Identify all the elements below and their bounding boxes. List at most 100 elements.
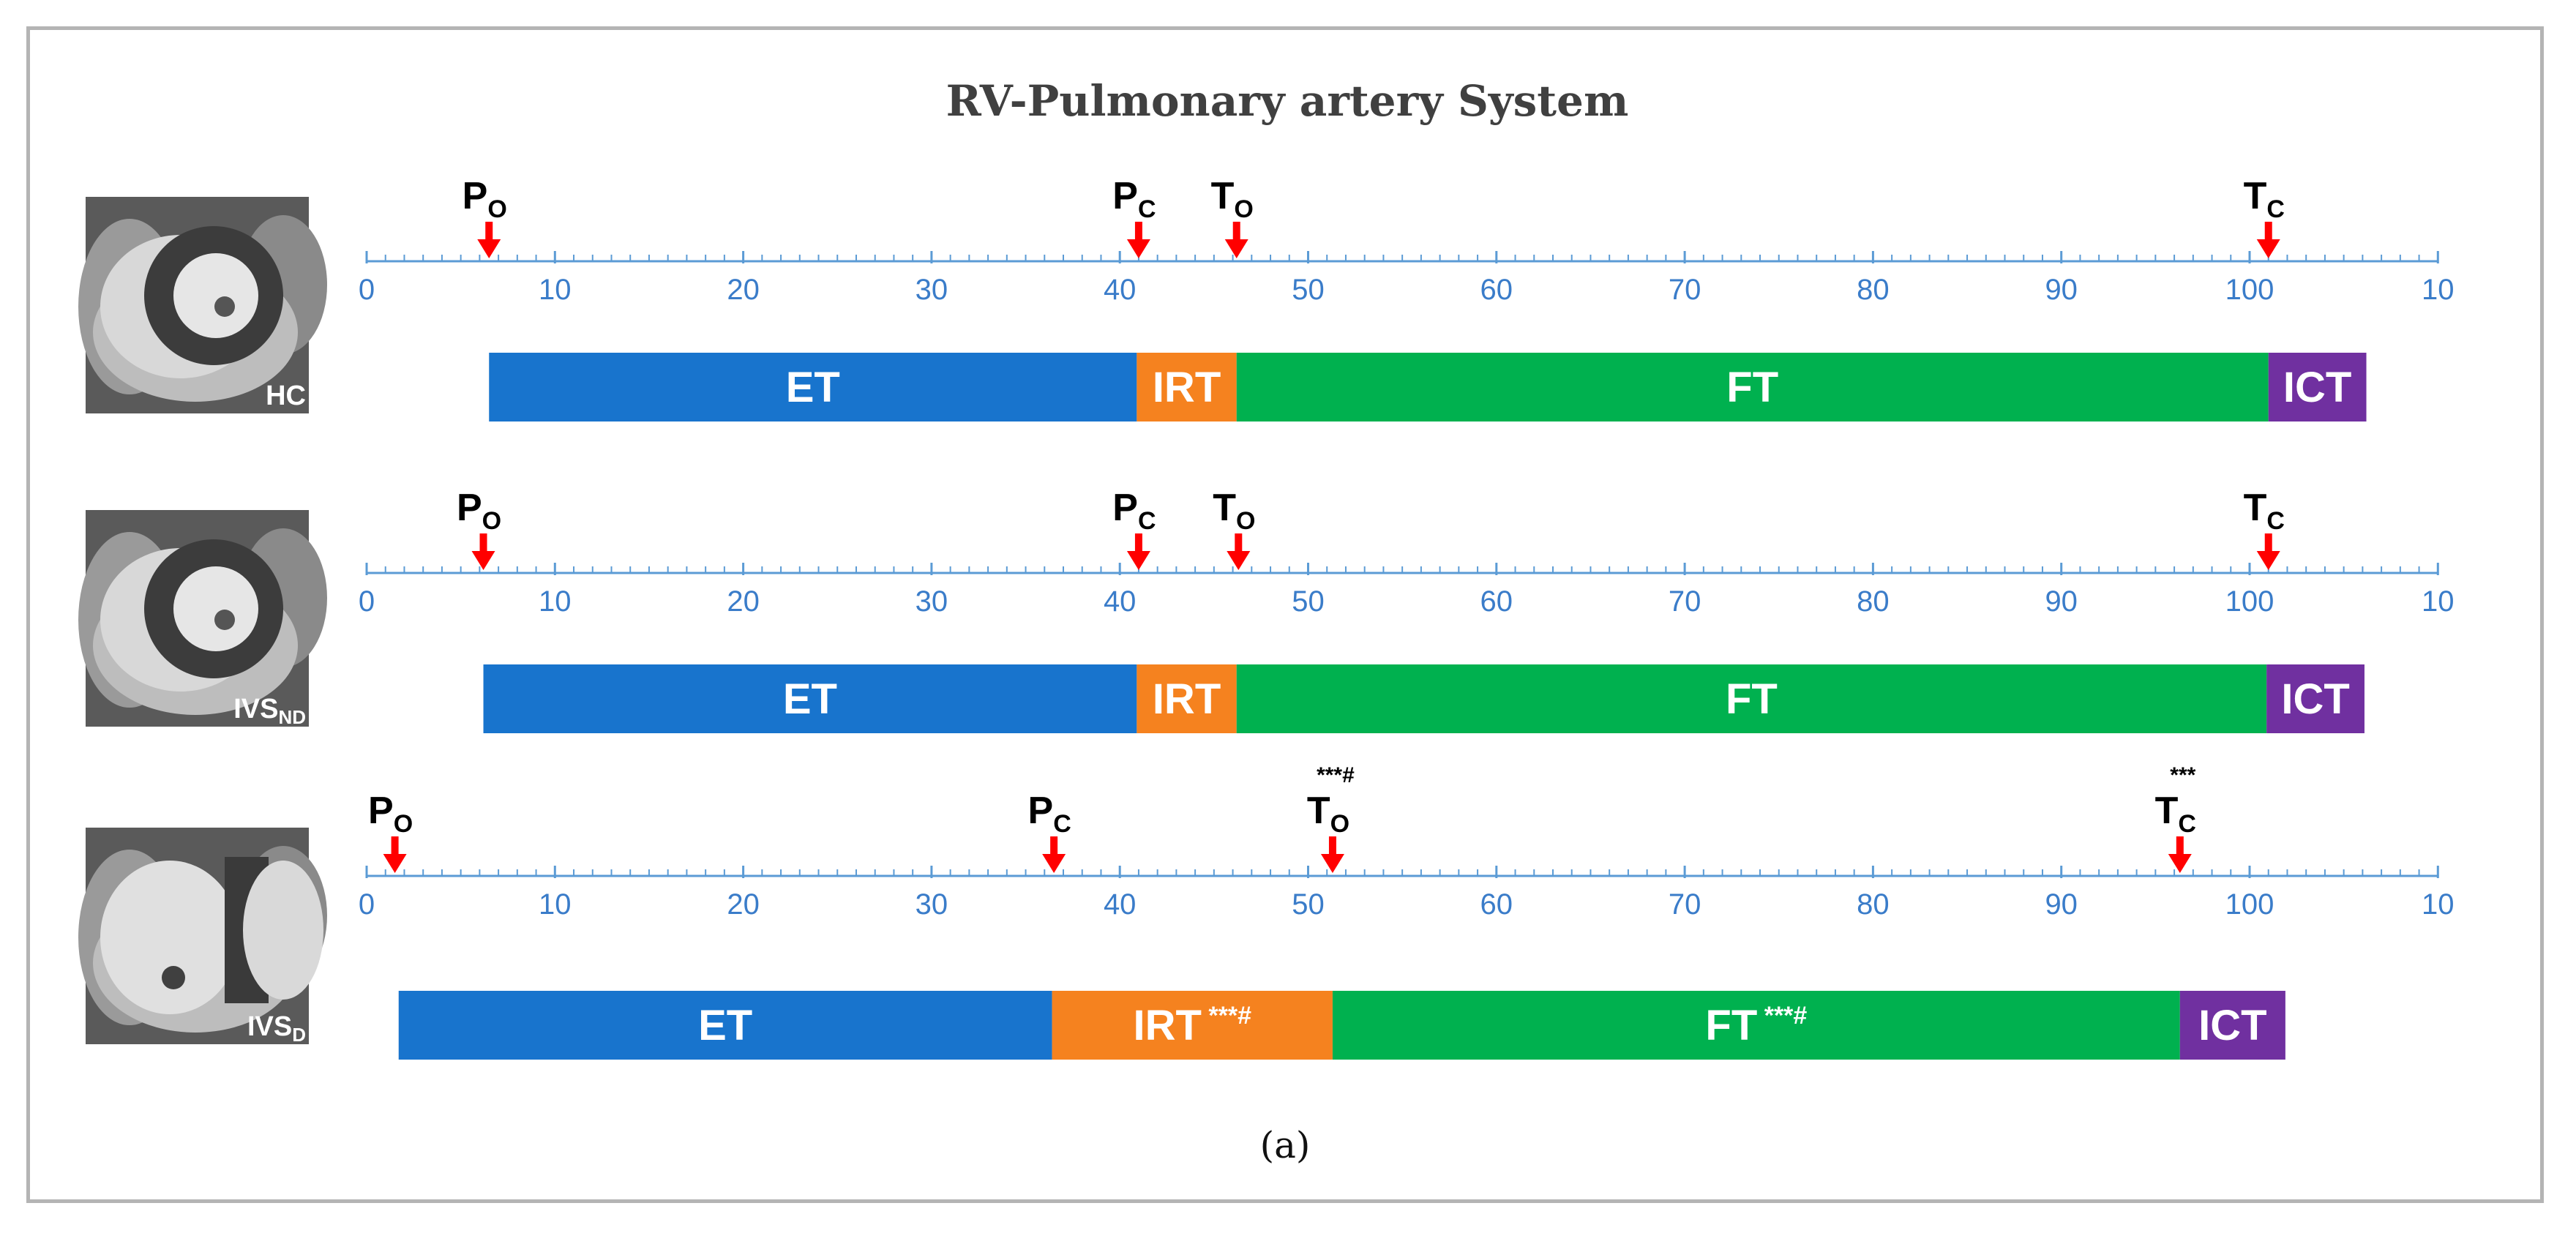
arrow-shaft — [479, 533, 487, 554]
event-marker-tc: TC *** — [2155, 763, 2196, 873]
arrow-shaft — [391, 836, 399, 857]
mri-left-ventricle — [173, 566, 258, 651]
event-marker-pc: PC — [1112, 487, 1156, 570]
arrow-head — [1042, 854, 1066, 873]
arrow-shaft — [2264, 222, 2272, 242]
segment-bar-ft — [1236, 353, 2269, 421]
tick-label: 40 — [1104, 888, 1137, 921]
arrow-shaft — [485, 222, 493, 242]
tick-label: 40 — [1104, 585, 1137, 618]
arrow-head — [2256, 551, 2280, 570]
tick-label: 50 — [1292, 274, 1325, 306]
significance-marker: ***# — [1317, 763, 1355, 787]
tick-label: 50 — [1292, 585, 1325, 618]
tick-label: 50 — [1292, 888, 1325, 921]
group-label: IVSD — [247, 1011, 306, 1046]
arrow-head — [2256, 239, 2280, 258]
arrow-head — [477, 239, 501, 258]
group-label: HC — [266, 381, 306, 411]
event-label: TO — [1213, 487, 1255, 535]
event-marker-to: TO — [1211, 175, 1254, 258]
event-label: PC — [1112, 175, 1156, 223]
event-label: TC — [2244, 175, 2285, 223]
tick-label: 10 — [539, 274, 572, 306]
cardiac-mri-short-axis-image: IVSD — [78, 828, 327, 1046]
tick-label: 30 — [916, 888, 948, 921]
figure-caption: (a) — [1260, 1124, 1311, 1166]
mri-papillary-muscle — [214, 610, 235, 630]
timing-diagram: RV-Pulmonary artery System HC 0 10 20 30 40 50… — [78, 76, 2455, 1166]
mri-papillary-muscle — [214, 296, 235, 317]
tick-label: 60 — [1480, 888, 1513, 921]
arrow-head — [471, 551, 495, 570]
arrow-shaft — [2176, 836, 2184, 857]
arrow-head — [1126, 551, 1150, 570]
segment-bar-et — [489, 353, 1137, 421]
event-marker-to: TO ***# — [1307, 763, 1355, 873]
segment-bar-et — [398, 991, 1052, 1060]
mri-left-ventricle — [173, 253, 258, 338]
segment-label-et: ET — [783, 675, 837, 723]
arrow-shaft — [2264, 533, 2272, 554]
tick-label: 0 — [359, 585, 375, 618]
arrow-shaft — [1232, 222, 1240, 242]
tick-label: 20 — [727, 274, 760, 306]
arrow-shaft — [1134, 222, 1142, 242]
event-marker-tc: TC — [2244, 487, 2285, 570]
segment-label-et: ET — [698, 1002, 752, 1049]
tick-label: 70 — [1669, 888, 1701, 921]
event-label: TO — [1307, 790, 1349, 838]
event-label: PC — [1112, 487, 1156, 535]
arrow-head — [1320, 854, 1344, 873]
arrow-head — [1227, 551, 1251, 570]
arrow-shaft — [1328, 836, 1336, 857]
event-label: PC — [1028, 790, 1071, 838]
mri-papillary-muscle — [162, 966, 185, 989]
tick-label: 100 — [2225, 585, 2274, 618]
arrow-head — [2168, 854, 2192, 873]
segment-bar-et — [483, 664, 1137, 733]
tick-label: 70 — [1669, 274, 1701, 306]
tick-label: 20 — [727, 888, 760, 921]
event-label: TO — [1211, 175, 1254, 223]
segment-label-irt: IRT ***# — [1134, 1002, 1252, 1049]
tick-label: 40 — [1104, 274, 1137, 306]
segment-label-ft: FT — [1726, 364, 1778, 411]
tick-label: 10 — [539, 888, 572, 921]
tick-label: 60 — [1480, 274, 1513, 306]
tick-label: 10 — [539, 585, 572, 618]
event-label: PO — [463, 175, 507, 223]
cardiac-mri-short-axis-image: IVSND — [78, 510, 327, 728]
event-marker-pc: PC — [1028, 790, 1071, 873]
segment-label-ict: ICT — [2281, 675, 2349, 723]
segment-bar-irt — [1137, 353, 1237, 421]
figure-title: RV-Pulmonary artery System — [946, 76, 1629, 126]
segment-label-ict: ICT — [2283, 364, 2351, 411]
segment-bar-ft — [1236, 664, 2267, 733]
segment-bar-ict — [2268, 353, 2367, 421]
segment-label-ft: FT ***# — [1705, 1002, 1807, 1049]
tick-label: 80 — [1857, 585, 1890, 618]
segment-label-et: ET — [786, 364, 840, 411]
tick-label: 80 — [1857, 274, 1890, 306]
segment-bar-ict — [2179, 991, 2285, 1060]
tick-label: 0 — [359, 274, 375, 306]
tick-label: 90 — [2045, 888, 2078, 921]
arrow-head — [1224, 239, 1248, 258]
event-label: TC — [2155, 790, 2196, 838]
tick-label: 30 — [916, 585, 948, 618]
tick-label: 20 — [727, 585, 760, 618]
significance-marker: *** — [2170, 763, 2195, 787]
segment-label-ict: ICT — [2198, 1002, 2266, 1049]
event-marker-pc: PC — [1112, 175, 1156, 258]
tick-label: 10 — [2422, 274, 2455, 306]
figure-frame: RV-Pulmonary artery System HC 0 10 20 30 40 50… — [26, 26, 2544, 1203]
segment-label-irt: IRT — [1153, 675, 1221, 723]
tick-label: 80 — [1857, 888, 1890, 921]
event-label: TC — [2244, 487, 2285, 535]
arrow-shaft — [1235, 533, 1243, 554]
tick-label: 10 — [2422, 585, 2455, 618]
